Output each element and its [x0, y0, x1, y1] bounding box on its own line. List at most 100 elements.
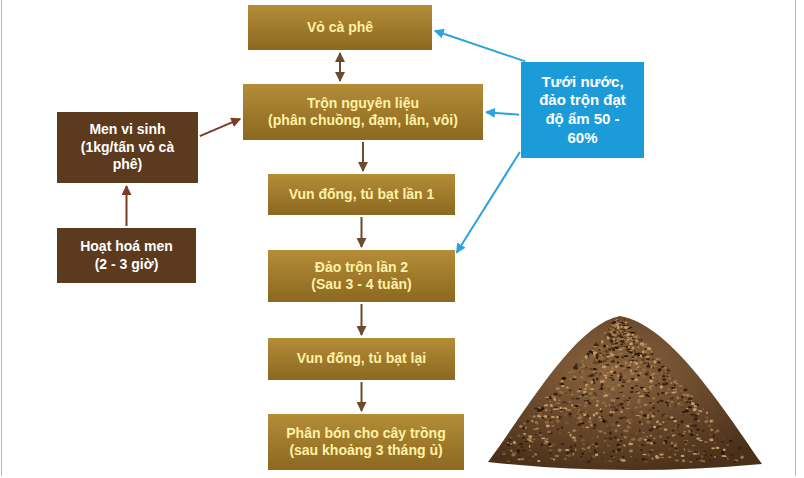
pile-grain [700, 459, 704, 462]
pile-grain [693, 408, 697, 411]
pile-grain [619, 417, 624, 419]
pile-grain [671, 442, 673, 445]
pile-grain [554, 407, 558, 408]
pile-grain [667, 400, 670, 402]
pile-grain [622, 326, 624, 327]
pile-grain [523, 423, 526, 425]
pile-grain [583, 405, 587, 407]
pile-grain [660, 457, 664, 458]
pile-grain [569, 401, 571, 402]
pile-grain [631, 387, 634, 389]
pile-grain [628, 346, 630, 348]
pile-grain [585, 393, 588, 395]
pile-grain [601, 341, 604, 344]
pile-grain [520, 446, 523, 447]
pile-grain [633, 336, 637, 339]
pile-grain [597, 429, 599, 431]
pile-grain [670, 416, 673, 418]
process-box: Vỏ cà phê [248, 5, 432, 50]
pile-grain [621, 375, 623, 377]
pile-grain [617, 327, 619, 330]
pile-grain [609, 431, 612, 434]
pile-grain [571, 437, 576, 439]
pile-grain [647, 392, 649, 393]
pile-grain [635, 459, 637, 461]
pile-grain [545, 397, 549, 398]
pile-grain [681, 420, 684, 423]
pile-grain [696, 449, 698, 452]
pile-grain [590, 433, 592, 434]
pile-grain [665, 385, 670, 386]
pile-grain [612, 412, 615, 413]
process-box: Trộn nguyên liệu(phân chuồng, đạm, lân, … [243, 84, 483, 140]
pile-grain [551, 424, 555, 427]
pile-grain [598, 349, 601, 351]
pile-grain [566, 452, 569, 455]
pile-grain [630, 419, 633, 422]
pile-grain [624, 342, 626, 344]
pile-grain [510, 449, 512, 451]
pile-grain [615, 377, 619, 380]
pile-grain [656, 421, 659, 424]
pile-grain [538, 408, 540, 409]
pile-grain [650, 353, 654, 355]
pile-grain [547, 418, 550, 420]
pile-grain [649, 451, 652, 453]
node-text-group: Tưới nước, đảo trộn đạt độ ẩm 50 - 60% [536, 73, 629, 148]
pile-grain [612, 321, 616, 323]
pile-grain [637, 401, 641, 404]
pile-grain [643, 414, 648, 417]
pile-grain [675, 383, 678, 385]
pile-grain [564, 392, 567, 393]
pile-grain [647, 436, 649, 438]
pile-grain [579, 364, 583, 367]
pile-grain [625, 323, 628, 325]
pile-grain [650, 438, 655, 440]
pile-grain [603, 420, 607, 423]
pile-grain [558, 449, 561, 452]
pile-grain [550, 404, 553, 407]
pile-grain [552, 443, 556, 445]
pile-grain [561, 377, 566, 380]
pile-grain [664, 423, 666, 425]
pile-grain [606, 356, 610, 358]
pile-grain [585, 412, 587, 413]
pile-grain [549, 452, 551, 455]
pile-grain [575, 363, 577, 366]
pile-grain [572, 429, 575, 432]
pile-grain [694, 424, 697, 425]
node-detail: (sau khoảng 3 tháng ủ) [286, 442, 445, 460]
pile-grain [582, 420, 586, 422]
pile-grain [696, 412, 700, 415]
pile-grain [553, 403, 556, 405]
pile-grain [632, 351, 635, 353]
pile-grain [622, 406, 624, 409]
flow-arrow [361, 217, 363, 247]
pile-grain [624, 400, 626, 403]
pile-grain [611, 387, 616, 390]
pile-grain [546, 398, 550, 400]
pile-grain [713, 435, 715, 438]
pile-grain [604, 440, 606, 442]
pile-grain [544, 404, 549, 406]
pile-grain [647, 365, 651, 367]
pile-grain [650, 449, 654, 451]
pile-grain [698, 453, 700, 455]
pile-grain [525, 427, 527, 429]
pile-grain [711, 447, 715, 449]
pile-grain [620, 343, 624, 345]
pile-grain [551, 416, 555, 418]
pile-grain [637, 399, 641, 401]
pile-grain [634, 368, 637, 369]
pile-grain [615, 356, 619, 359]
pile-grain [561, 426, 563, 429]
pile-grain [571, 398, 576, 400]
pile-grain [716, 447, 720, 449]
pile-grain [655, 385, 657, 387]
pile-grain [661, 373, 663, 375]
pile-grain [529, 445, 531, 448]
pile-grain [653, 442, 656, 444]
pile-grain [673, 434, 676, 436]
pile-grain [543, 448, 547, 450]
pile-grain [559, 407, 562, 409]
